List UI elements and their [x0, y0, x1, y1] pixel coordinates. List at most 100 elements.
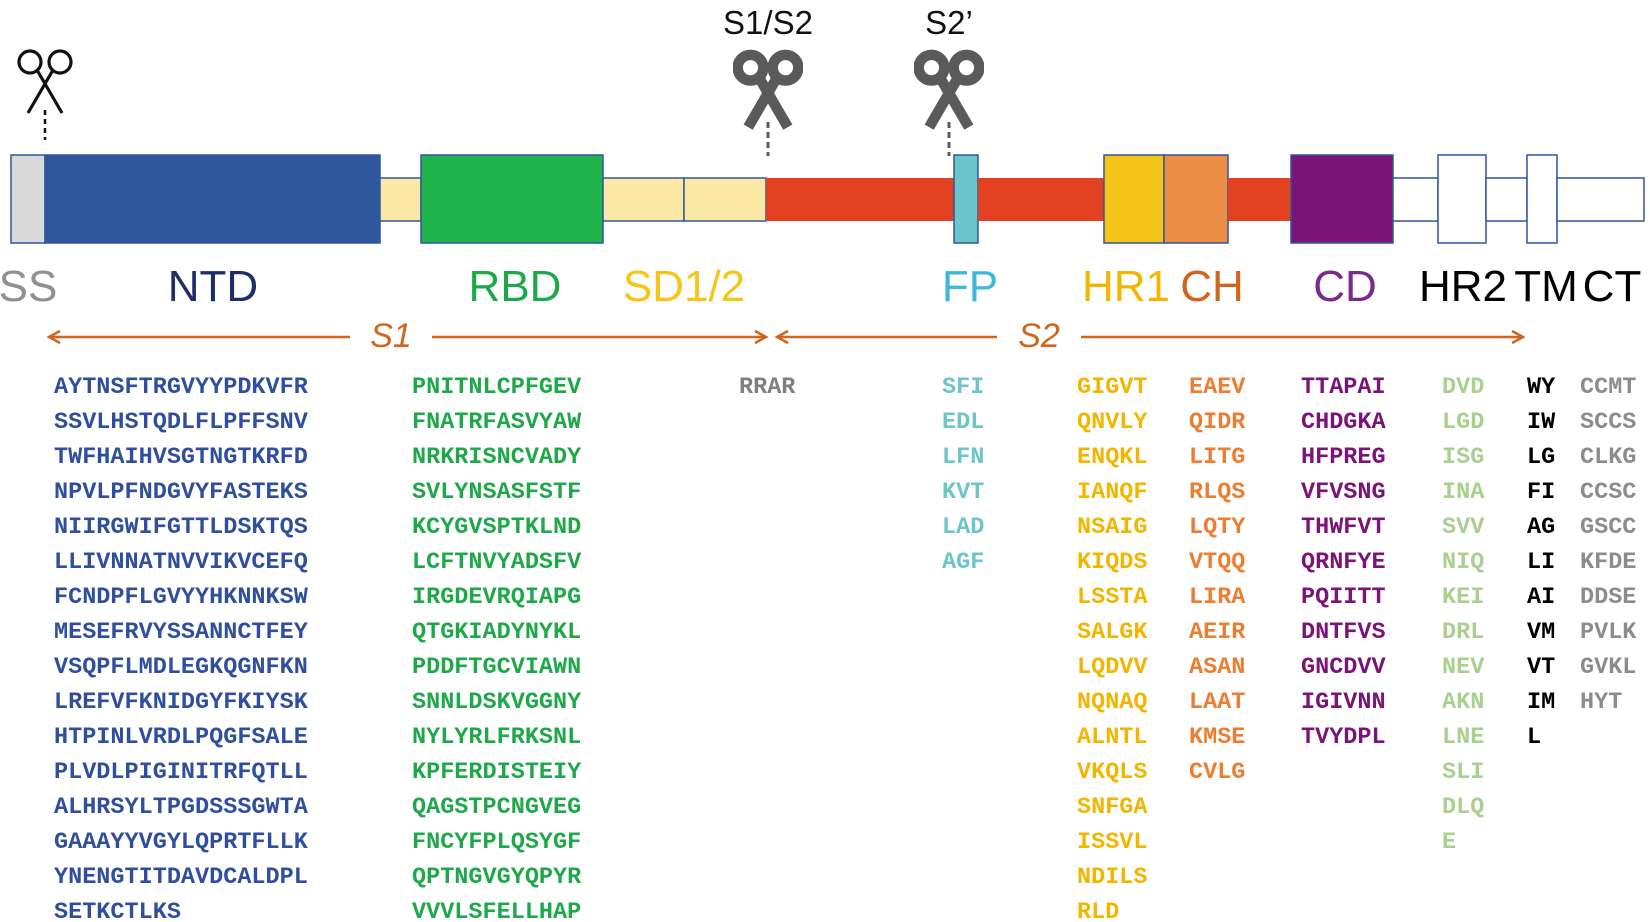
domain-label-ss: SS	[0, 262, 57, 311]
bar-ch	[1163, 154, 1229, 244]
domain-label-ch: CH	[1180, 262, 1244, 311]
sequence-line: SNFGA	[1077, 794, 1148, 821]
sequence-line: VVVLSFELLHAP	[412, 899, 581, 922]
sequence-line: ALNTL	[1077, 724, 1148, 751]
sequence-line: NQNAQ	[1077, 689, 1148, 716]
domain-label-fp: FP	[942, 262, 998, 311]
s1s2-site-label: S1/S2	[723, 4, 813, 41]
sequence-column-ntd: AYTNSFTRGVYYPDKVFRSSVLHSTQDLFLPFFSNVTWFH…	[54, 374, 309, 922]
sequence-line: VT	[1527, 654, 1555, 681]
sequence-line: NIQ	[1442, 549, 1484, 576]
sequence-line: GNCDVV	[1301, 654, 1387, 681]
scissors-icon-ss	[17, 49, 73, 140]
sequence-line: CLKG	[1580, 444, 1636, 471]
bar-tail-a	[1392, 177, 1439, 222]
sequence-line: LAAT	[1189, 689, 1245, 716]
sequence-line: QNVLY	[1077, 409, 1148, 436]
sequence-line: RRAR	[739, 374, 796, 401]
domain-label-rbd: RBD	[469, 262, 562, 311]
bar-hr1	[1103, 154, 1165, 244]
bar-hr2	[1437, 154, 1487, 244]
sequence-line: LQDVV	[1077, 654, 1148, 681]
sequence-line: LITG	[1189, 444, 1245, 471]
sequence-line: SETKCTLKS	[54, 899, 181, 922]
domain-label-tm: TM	[1514, 262, 1578, 311]
sequence-line: HFPREG	[1301, 444, 1386, 471]
sequence-line: QAGSTPCNGVEG	[412, 794, 581, 821]
bar-sd1	[602, 177, 685, 222]
sequence-line: GIGVT	[1077, 374, 1148, 401]
sequence-line: SCCS	[1580, 409, 1636, 436]
sequence-line: IW	[1527, 409, 1556, 436]
domain-label-ntd: NTD	[168, 262, 258, 311]
sequence-column-cd: TTAPAICHDGKAHFPREGVFVSNGTHWFVTQRNFYEPQII…	[1301, 374, 1387, 751]
sequence-line: PLVDLPIGINITRFQTLL	[54, 759, 308, 786]
sequence-line: VFVSNG	[1301, 479, 1386, 506]
sequence-line: E	[1442, 829, 1456, 856]
sequence-line: HTPINLVRDLPQGFSALE	[54, 724, 308, 751]
sequence-line: SALGK	[1077, 619, 1148, 646]
sequence-columns: AYTNSFTRGVYYPDKVFRSSVLHSTQDLFLPFFSNVTWFH…	[54, 374, 1637, 922]
s1-label: S1	[370, 317, 412, 355]
bar-ss	[10, 154, 46, 244]
sequence-line: NRKRISNCVADY	[412, 444, 582, 471]
sequence-line: QTGKIADYNYKL	[412, 619, 581, 646]
sequence-line: LQTY	[1189, 514, 1246, 541]
sequence-line: YNENGTITDAVDCALDPL	[54, 864, 308, 891]
sequence-line: AKN	[1442, 689, 1484, 716]
sequence-line: PNITNLCPFGEV	[412, 374, 582, 401]
sequence-line: NPVLPFNDGVYFASTEKS	[54, 479, 308, 506]
sequence-line: TTAPAI	[1301, 374, 1386, 401]
sequence-line: FNCYFPLQSYGF	[412, 829, 581, 856]
domain-label-hr2: HR2	[1419, 262, 1507, 311]
bar-s2-a	[766, 178, 954, 221]
domain-label-sd12: SD1/2	[623, 262, 745, 311]
sequence-line: LNE	[1442, 724, 1484, 751]
sequence-line: ISG	[1442, 444, 1484, 471]
sequence-line: L	[1527, 724, 1541, 751]
sequence-line: NIIRGWIFGTTLDSKTQS	[54, 514, 308, 541]
sequence-line: LGD	[1442, 409, 1484, 436]
sequence-line: QIDR	[1189, 409, 1246, 436]
domain-label-ct: CT	[1583, 262, 1642, 311]
bar-linker	[379, 177, 422, 222]
bar-tm	[1526, 154, 1558, 244]
sequence-line: EAEV	[1189, 374, 1246, 401]
sequence-line: LG	[1527, 444, 1555, 471]
sequence-column-rbd: PNITNLCPFGEVFNATRFASVYAWNRKRISNCVADYSVLY…	[412, 374, 582, 922]
sequence-line: NYLYRLFRKSNL	[412, 724, 581, 751]
sequence-line: AGF	[942, 549, 984, 576]
sequence-line: DVD	[1442, 374, 1484, 401]
sequence-line: NDILS	[1077, 864, 1148, 891]
sequence-line: DRL	[1442, 619, 1484, 646]
s2-label: S2	[1018, 317, 1060, 355]
sequence-line: DDSE	[1580, 584, 1636, 611]
sequence-line: CCSC	[1580, 479, 1636, 506]
sequence-line: SVV	[1442, 514, 1485, 541]
sequence-line: KVT	[942, 479, 984, 506]
sequence-line: KFDE	[1580, 549, 1636, 576]
subunit-arrows: S1 S2	[49, 317, 1523, 355]
sequence-line: INA	[1442, 479, 1485, 506]
sequence-line: VM	[1527, 619, 1555, 646]
sequence-line: CCMT	[1580, 374, 1636, 401]
domain-label-cd: CD	[1313, 262, 1377, 311]
sequence-line: PQIITT	[1301, 584, 1386, 611]
domain-label-hr1: HR1	[1082, 262, 1170, 311]
sequence-line: PDDFTGCVIAWN	[412, 654, 581, 681]
s2prime-site-label: S2’	[925, 4, 973, 41]
sequence-line: VSQPFLMDLEGKQGNFKN	[54, 654, 308, 681]
bar-tail-b	[1485, 177, 1528, 222]
sequence-line: SNNLDSKVGGNY	[412, 689, 582, 716]
sequence-line: FCNDPFLGVYYHKNNKSW	[54, 584, 309, 611]
sequence-line: IM	[1527, 689, 1555, 716]
sequence-line: AYTNSFTRGVYYPDKVFR	[54, 374, 309, 401]
sequence-line: TVYDPL	[1301, 724, 1386, 751]
sequence-line: DLQ	[1442, 794, 1484, 821]
sequence-line: ENQKL	[1077, 444, 1148, 471]
sequence-line: LFN	[942, 444, 984, 471]
sequence-line: TWFHAIHVSGTNGTKRFD	[54, 444, 308, 471]
